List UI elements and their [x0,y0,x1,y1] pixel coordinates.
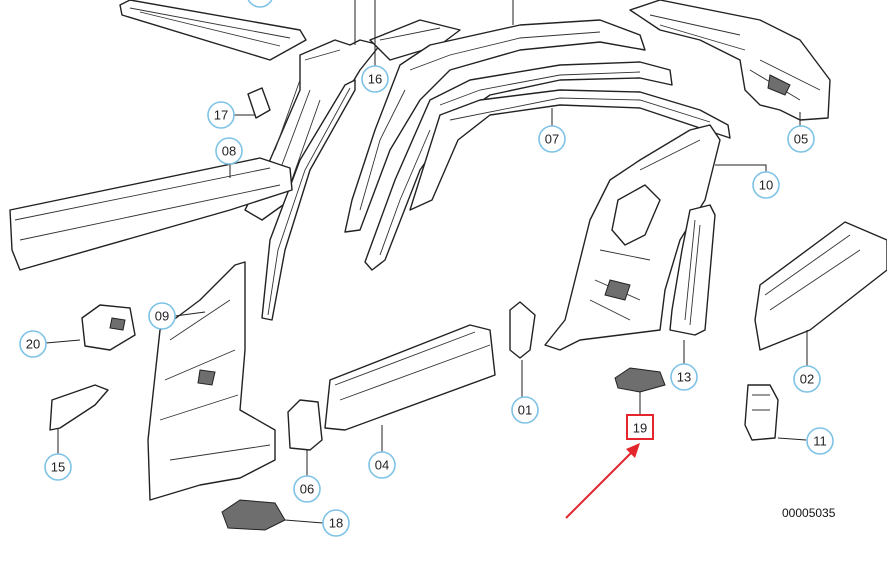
bracket-20-part [81,304,136,351]
side-sill-right-part [754,221,887,351]
part-18 [221,499,286,531]
bracket-06-part [287,399,323,451]
bracket-17-part [247,87,271,119]
svg-text:01: 01 [518,403,532,418]
svg-text:08: 08 [222,144,236,159]
inner-wheelhouse-part [544,124,721,351]
bracket-01-part [509,301,536,359]
svg-text:16: 16 [368,72,382,87]
callout-18: 18 [322,509,350,537]
svg-text:05: 05 [794,132,808,147]
callout-04: 04 [368,451,396,479]
callout-05: 05 [787,125,815,153]
svg-text:17: 17 [214,108,228,123]
part-19 [614,367,666,393]
svg-text:13: 13 [677,370,691,385]
svg-text:07: 07 [545,132,559,147]
callout-17: 17 [207,101,235,129]
roof-arch-parts [344,19,731,271]
callout-19-label: 19 [633,421,647,436]
callout-09: 09 [148,302,176,330]
rocker-08-part [9,157,293,271]
roof-rail-part [119,0,307,61]
svg-text:20: 20 [26,337,40,352]
svg-text:18: 18 [329,516,343,531]
callout-02: 02 [793,365,821,393]
callout-07: 07 [538,125,566,153]
svg-text:11: 11 [813,434,827,449]
reference-code: 00005035 [782,506,836,520]
svg-text:06: 06 [300,482,314,497]
callout-15: 15 [44,453,72,481]
callout-13: 13 [670,363,698,391]
rear-quarter-part [629,0,831,121]
callout-10: 10 [752,171,780,199]
callout-11: 11 [806,427,834,455]
callout-clipped-top [247,0,273,8]
highlight-box-19 [626,414,654,440]
sill-04-part [324,324,496,431]
svg-text:09: 09 [155,309,169,324]
bracket-11-part [744,384,779,441]
svg-text:10: 10 [759,178,773,193]
callout-06: 06 [293,475,321,503]
panel-13-part [669,204,716,336]
front-inner-panel-part [147,261,276,501]
highlight-arrow [565,443,640,519]
callout-08: 08 [215,137,243,165]
callout-01: 01 [511,396,539,424]
callout-20: 20 [19,330,47,358]
svg-text:02: 02 [800,372,814,387]
callout-16: 16 [361,65,389,93]
svg-text:15: 15 [51,460,65,475]
svg-text:04: 04 [375,458,389,473]
bracket-15-part [49,384,109,431]
